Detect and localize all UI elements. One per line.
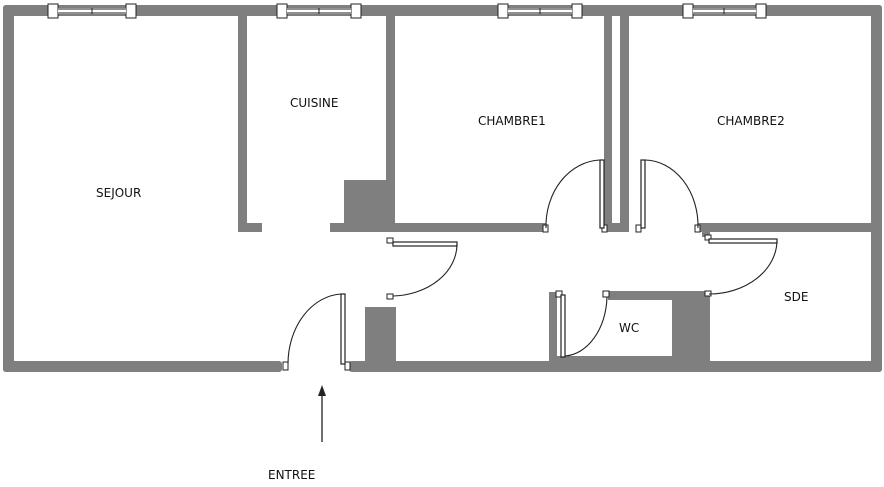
exterior-walls xyxy=(3,5,882,372)
wall-sejour-cuisine xyxy=(238,14,247,232)
entrance-marker: ENTREE xyxy=(268,385,326,482)
wall-wc-left xyxy=(549,292,557,365)
window-chambre2 xyxy=(682,3,767,19)
wall-right xyxy=(871,5,882,372)
wall-cuisine-bottom xyxy=(330,223,395,232)
entrance-door xyxy=(282,293,351,371)
entrance-label: ENTREE xyxy=(268,468,315,482)
wall-cuisine-bottom-stub xyxy=(238,223,262,232)
wall-left xyxy=(3,5,14,372)
wall-bottom-right xyxy=(349,361,882,372)
door-chambre2 xyxy=(635,159,701,233)
wall-chambre1-chambre2-a xyxy=(604,14,612,232)
window-chambre1 xyxy=(497,3,583,19)
wall-wc-sde-block xyxy=(672,291,710,365)
doors xyxy=(282,159,778,371)
wall-wc-top xyxy=(608,291,672,300)
wall-chambre1-chambre2-b xyxy=(620,14,629,232)
window-sejour xyxy=(47,3,137,19)
room-label-chambre1: CHAMBRE1 xyxy=(478,114,546,128)
wall-between-doors xyxy=(604,223,629,232)
entrance-arrow-head xyxy=(318,385,326,396)
wall-chambre1-bottom xyxy=(386,223,546,232)
wall-wc-bottom xyxy=(557,356,672,365)
hall-pillar xyxy=(365,307,396,365)
room-label-cuisine: CUISINE xyxy=(290,96,338,110)
door-chambre1 xyxy=(542,159,608,233)
interior-walls xyxy=(238,14,875,365)
window-cuisine xyxy=(276,3,362,19)
wall-chambre2-bottom xyxy=(698,223,875,232)
door-wc xyxy=(555,290,610,358)
room-label-chambre2: CHAMBRE2 xyxy=(717,114,785,128)
windows xyxy=(47,3,767,19)
wall-top xyxy=(3,5,882,16)
room-label-sde: SDE xyxy=(784,290,808,304)
room-label-sejour: SEJOUR xyxy=(96,186,141,200)
wall-cuisine-chambre1 xyxy=(386,14,395,232)
door-sde xyxy=(704,234,778,297)
door-sejour-hall xyxy=(386,237,458,300)
wall-bottom-left xyxy=(3,361,282,372)
room-label-wc: WC xyxy=(619,321,639,335)
room-labels: SEJOUR CUISINE CHAMBRE1 CHAMBRE2 SDE WC xyxy=(96,96,808,335)
